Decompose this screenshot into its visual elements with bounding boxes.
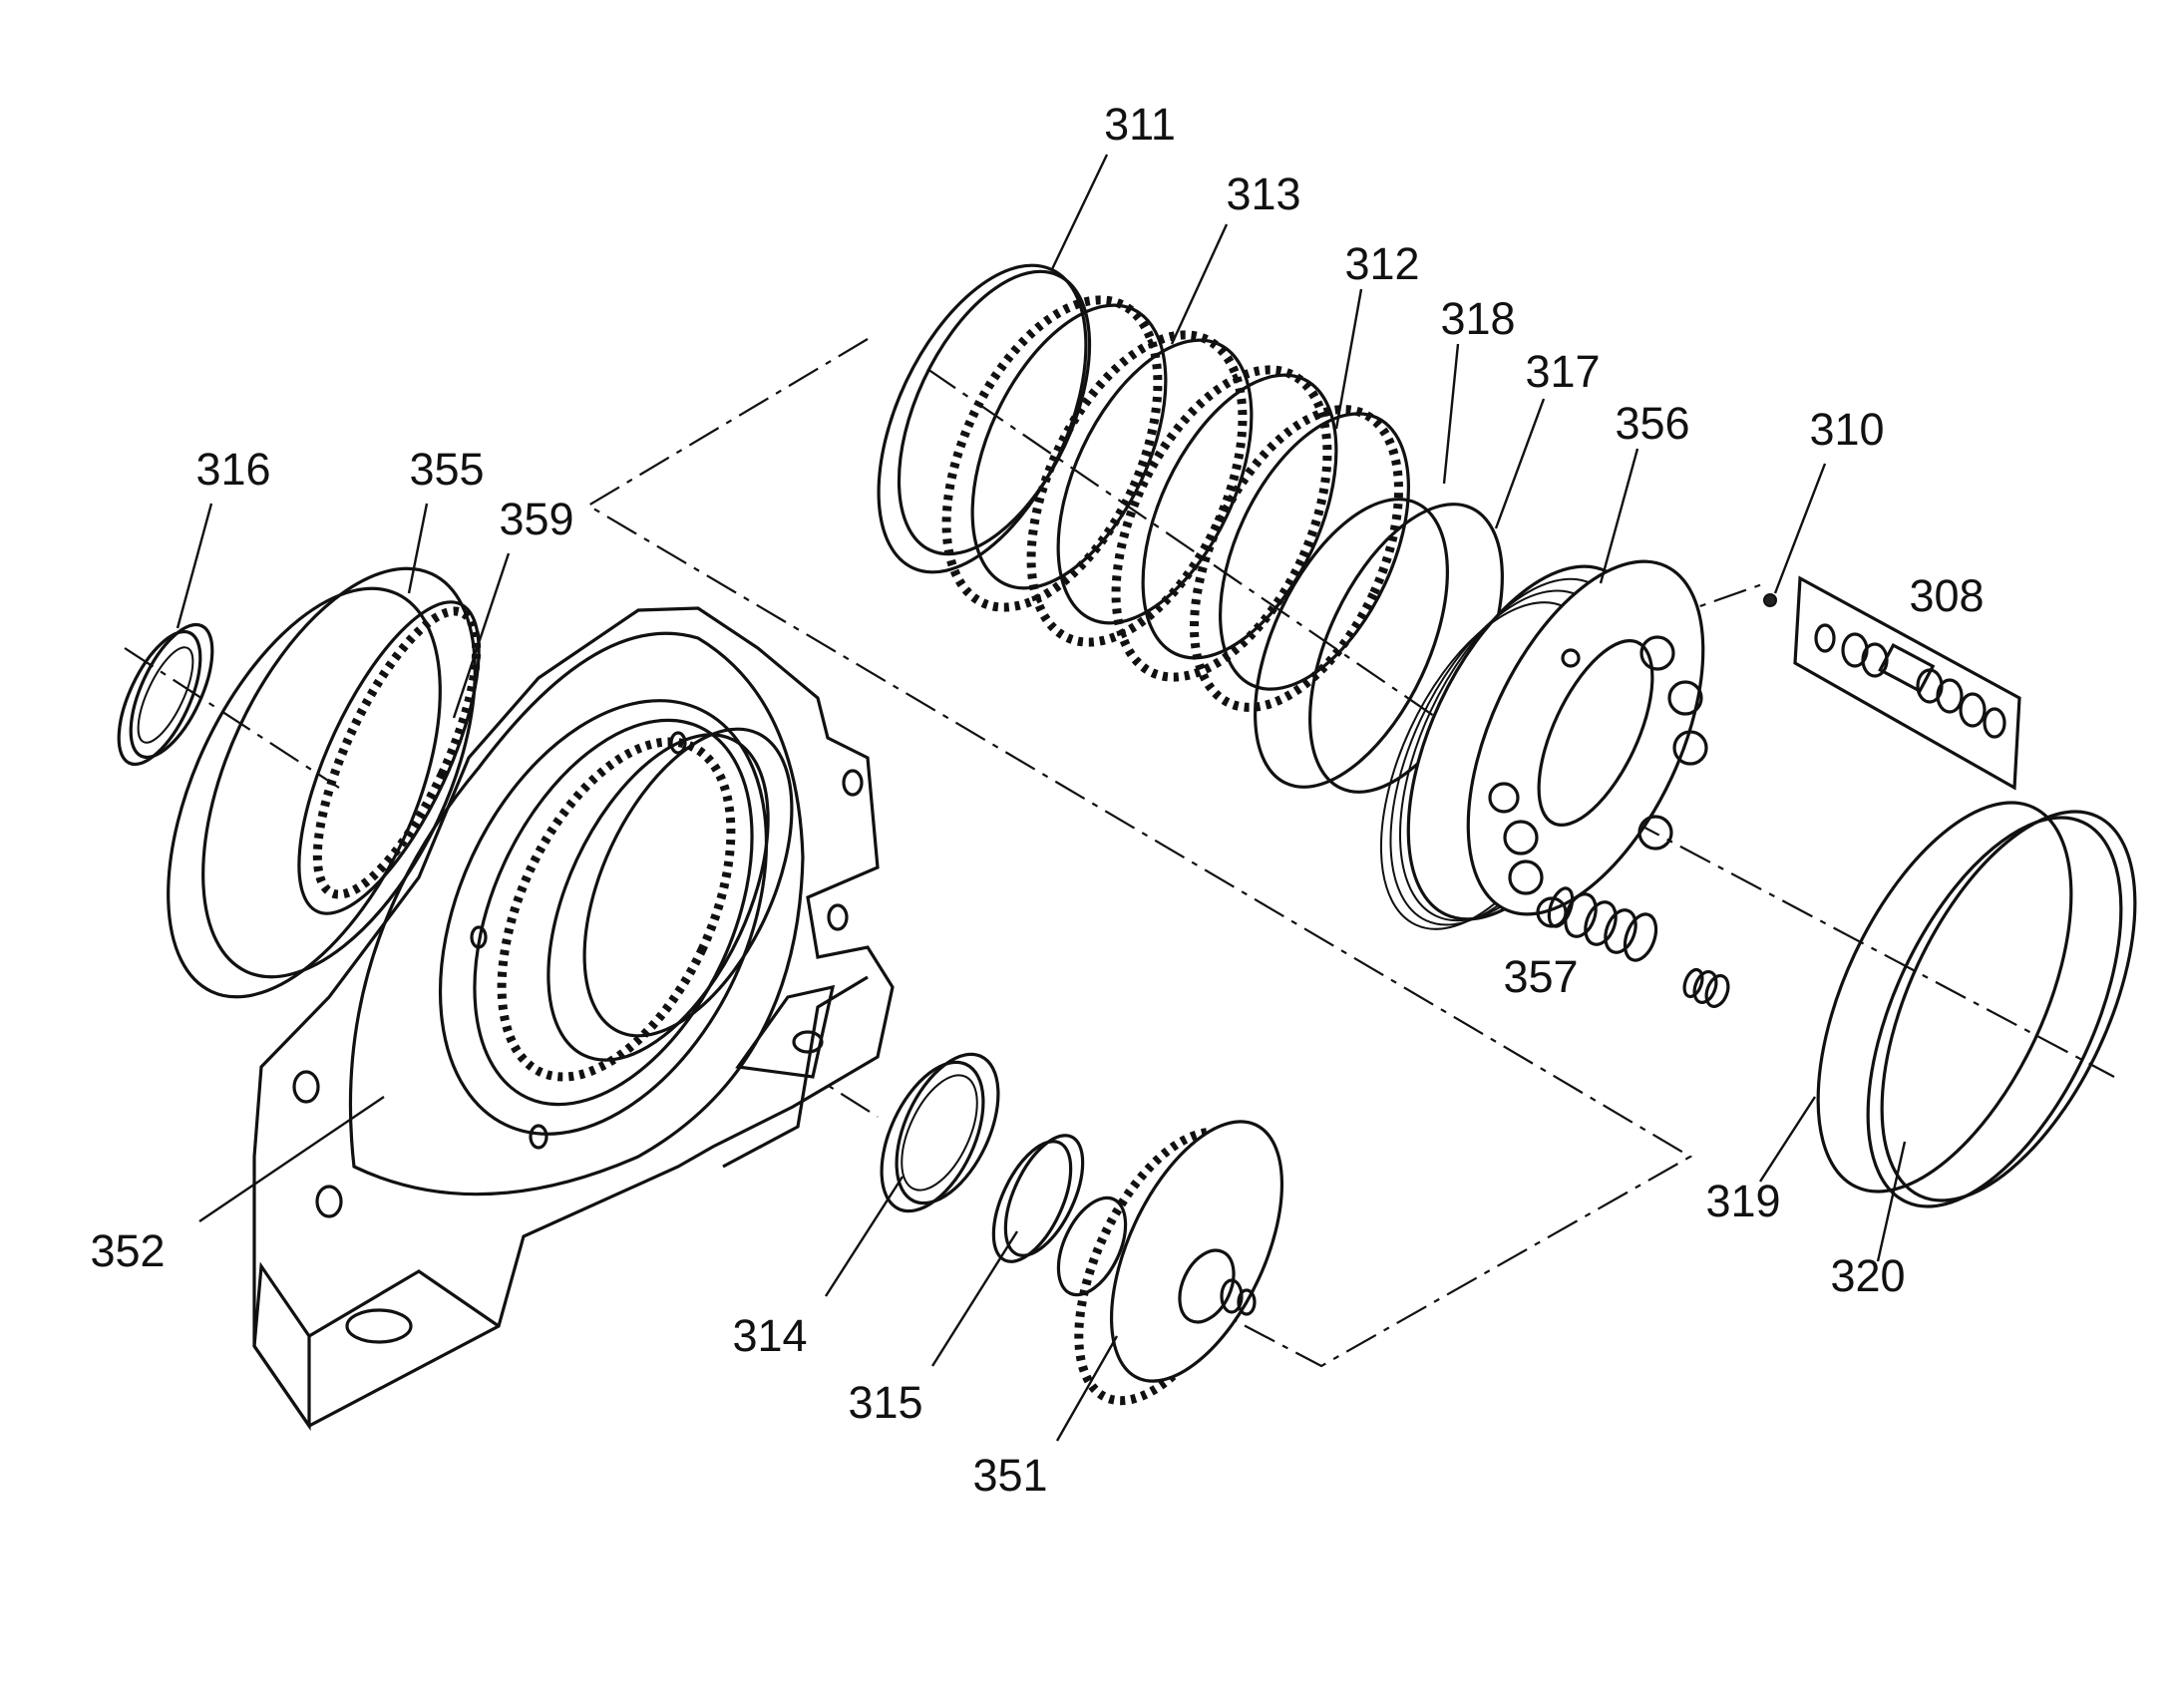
ring-315 xyxy=(991,1134,1085,1263)
callout-315: 315 xyxy=(848,1377,922,1428)
clutch-disc-313 xyxy=(941,295,1254,647)
callout-labels: 311 313 312 318 317 356 310 308 316 355 … xyxy=(90,99,1984,1501)
seal-ring-316 xyxy=(117,622,214,767)
piston-356 xyxy=(1379,559,1708,930)
ball-310 xyxy=(1763,593,1777,607)
callout-319: 319 xyxy=(1705,1176,1780,1226)
callout-312: 312 xyxy=(1344,238,1419,289)
bearing-314 xyxy=(880,1052,1000,1213)
callout-316: 316 xyxy=(195,444,270,495)
callout-359: 359 xyxy=(499,494,573,544)
callout-310: 310 xyxy=(1809,404,1884,455)
spring-357 xyxy=(1547,886,1730,1009)
clutch-disc-312 xyxy=(1111,365,1410,712)
callout-357: 357 xyxy=(1503,951,1578,1002)
callout-356: 356 xyxy=(1615,398,1689,449)
snap-ring-318 xyxy=(1254,498,1449,789)
ring-320 xyxy=(1866,810,2137,1208)
callout-317: 317 xyxy=(1525,346,1600,397)
callout-314: 314 xyxy=(732,1310,807,1361)
callout-320: 320 xyxy=(1830,1250,1905,1301)
ring-319 xyxy=(1816,801,2073,1194)
callout-351: 351 xyxy=(972,1450,1047,1501)
callout-352: 352 xyxy=(90,1225,165,1276)
clutch-disc-311 xyxy=(877,263,1092,574)
callout-355: 355 xyxy=(409,444,484,495)
housing-352 xyxy=(252,606,895,1432)
leader-lines xyxy=(176,154,1907,1442)
valve-kit-308 xyxy=(1793,575,2021,791)
gear-carrier-351 xyxy=(1056,1120,1284,1406)
callout-311: 311 xyxy=(1104,99,1176,150)
callout-308: 308 xyxy=(1909,570,1984,621)
callout-318: 318 xyxy=(1440,293,1515,344)
ring-359 xyxy=(297,600,482,915)
callout-313: 313 xyxy=(1226,169,1300,219)
